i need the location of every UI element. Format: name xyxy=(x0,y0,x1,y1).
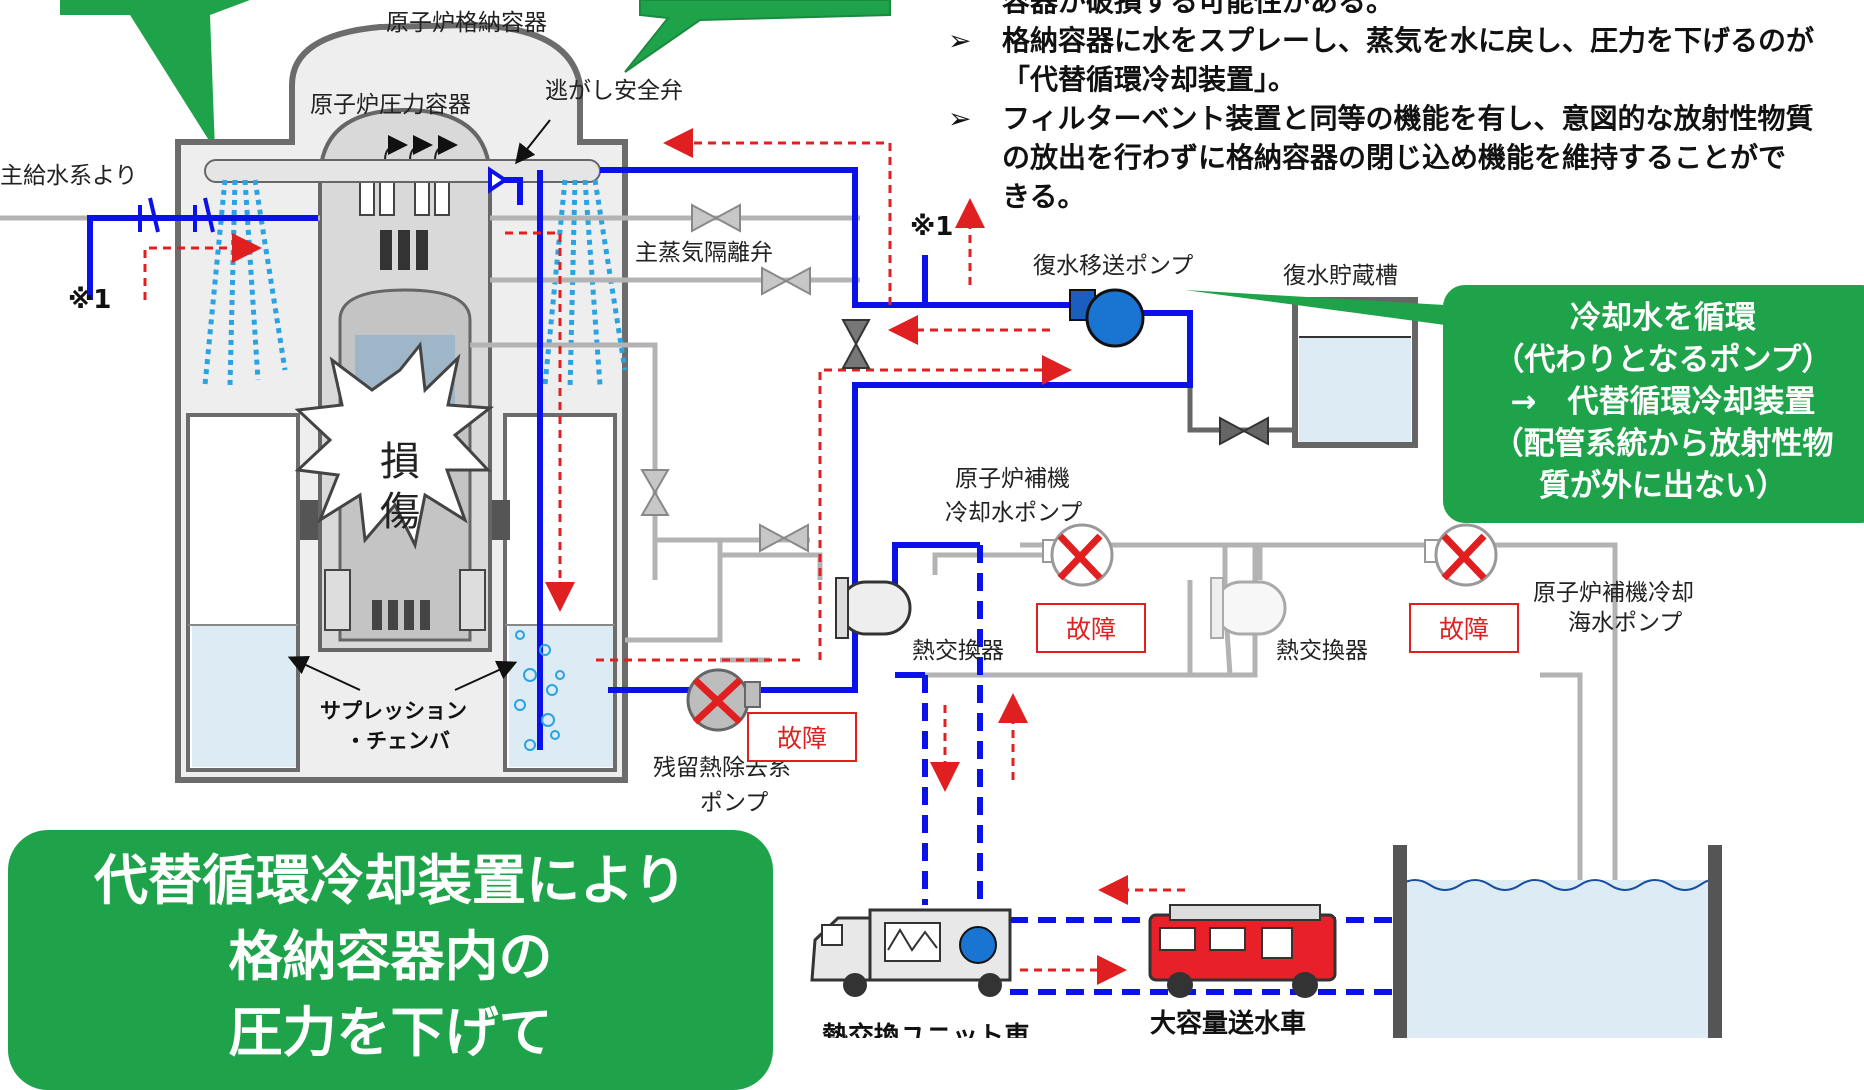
label-seawater-pump-1: 原子炉補機冷却 xyxy=(1533,580,1694,606)
callout-line: 冷却水を循環 xyxy=(1570,300,1756,336)
alternative-circulation-cooling-diagram: 原子炉格納容器 原子炉圧力容器 逃がし安全弁 主給水系より ※1 ※1 主蒸気隔… xyxy=(0,0,1722,1038)
callout-line: 格納容器内の xyxy=(228,925,553,988)
bullet-text: の放出を行わずに格納容器の閉じ込め機能を維持することがで xyxy=(1002,141,1787,174)
flow-arrows xyxy=(143,128,1185,985)
explanation-bullets: 容器が破損する可能性がある。 ➢ 格納容器に水をスプレーし、蒸気を水に戻し、圧力を… xyxy=(940,0,1860,216)
bullet-line: の放出を行わずに格納容器の閉じ込め機能を維持することがで xyxy=(940,138,1860,177)
heat-exchanger-2 xyxy=(1210,577,1287,639)
bullet-line: 容器が破損する可能性がある。 xyxy=(940,0,1860,21)
bullet-line: ➢ 格納容器に水をスプレーし、蒸気を水に戻し、圧力を下げるのが xyxy=(940,21,1860,60)
label-note-mark-left: ※1 xyxy=(68,285,111,315)
label-heat-exchanger-1: 熱交換器 xyxy=(912,638,1004,664)
callout-reduce-pressure: 代替循環冷却装置により 格納容器内の 圧力を下げて xyxy=(8,830,773,1090)
callout-circulate-cooling-water: 冷却水を循環 （代わりとなるポンプ） → 代替循環冷却装置 （配管系統から放射性… xyxy=(1443,285,1864,523)
spray-valve xyxy=(841,319,871,369)
label-seawater-pump-2: 海水ポンプ xyxy=(1568,610,1682,636)
callout-pointer-right xyxy=(1185,290,1445,325)
bullet-text: 「代替循環冷却装置」。 xyxy=(1002,63,1297,96)
relief-valve-pointer xyxy=(515,119,551,165)
suppression-pointer-left xyxy=(287,655,361,691)
feedwater-check-valves xyxy=(138,197,215,233)
damage-burst xyxy=(294,341,495,550)
label-msiv: 主蒸気隔離弁 xyxy=(635,240,773,266)
callout-line: （代わりとなるポンプ） xyxy=(1493,342,1833,378)
water-supply-truck xyxy=(1148,904,1337,998)
bubbles xyxy=(514,630,565,751)
callout-line: 圧力を下げて xyxy=(228,1001,553,1064)
bullet-marker: ➢ xyxy=(948,102,972,135)
label-rhr-pump-2: ポンプ xyxy=(700,790,768,816)
callout-top-left xyxy=(60,0,250,150)
label-hx-unit-truck: 熱交換ユニット車 xyxy=(822,1021,1030,1038)
bullet-text: フィルターベント装置と同等の機能を有し、意図的な放射性物質 xyxy=(1002,102,1814,135)
label-containment-vessel: 原子炉格納容器 xyxy=(386,10,547,36)
label-rccw-pump-1: 原子炉補機 xyxy=(955,466,1070,492)
bullet-text: 容器が破損する可能性がある。 xyxy=(1002,0,1395,18)
bullet-text: 格納容器に水をスプレーし、蒸気を水に戻し、圧力を下げるのが xyxy=(1002,24,1815,57)
seawater-pump xyxy=(1424,523,1498,587)
condensate-transfer-pump xyxy=(1069,288,1145,348)
bullet-line: ➢ フィルターベント装置と同等の機能を有し、意図的な放射性物質 xyxy=(940,99,1860,138)
tank-valve xyxy=(1219,416,1269,446)
condensate-storage-tank xyxy=(1292,297,1418,448)
callout-line: 質が外に出ない） xyxy=(1539,468,1787,504)
callout-line: 代替循環冷却装置により xyxy=(94,849,687,912)
label-pressure-vessel: 原子炉圧力容器 xyxy=(310,92,471,118)
label-damage-1: 損 xyxy=(380,439,420,485)
label-feedwater: 主給水系より xyxy=(0,163,138,189)
fault-badge-seawater: 故障 xyxy=(1409,603,1519,653)
callout-line: → 代替循環冷却装置 xyxy=(1510,384,1816,420)
label-relief-valve: 逃がし安全弁 xyxy=(545,78,683,104)
heat-exchanger-1 xyxy=(835,577,912,639)
label-suppression-1: サプレッション xyxy=(320,699,467,723)
label-condensate-tank: 復水貯蔵槽 xyxy=(1283,263,1398,289)
suppression-pointer-right xyxy=(454,660,518,691)
callout-top-mid xyxy=(624,0,891,73)
bullet-line: きる。 xyxy=(940,177,1860,216)
fault-badge-rhr: 故障 xyxy=(747,712,857,762)
rhr-pump xyxy=(686,668,761,732)
rccw-pump xyxy=(1042,523,1114,587)
heat-exchanger-unit-truck xyxy=(810,908,1012,997)
bullet-line: 「代替循環冷却装置」。 xyxy=(940,60,1860,99)
sea-water-basin xyxy=(1393,845,1722,1038)
msiv-valves xyxy=(640,203,811,553)
bullet-text: きる。 xyxy=(1002,180,1086,213)
callout-line: （配管系統から放射性物 xyxy=(1492,426,1834,462)
label-heat-exchanger-2: 熱交換器 xyxy=(1276,638,1368,664)
label-suppression-2: ・チェンバ xyxy=(345,729,450,753)
rccw-loop xyxy=(892,542,980,585)
condensate-tank-outlet xyxy=(1187,385,1295,433)
label-damage-2: 傷 xyxy=(380,489,420,535)
active-piping xyxy=(87,167,1193,750)
fault-badge-rccw: 故障 xyxy=(1036,603,1146,653)
label-note-mark-right: ※1 xyxy=(910,212,953,242)
label-condensate-pump: 復水移送ポンプ xyxy=(1033,253,1193,279)
label-rccw-pump-2: 冷却水ポンプ xyxy=(945,500,1082,526)
label-water-truck: 大容量送水車 xyxy=(1150,1008,1306,1038)
bullet-marker: ➢ xyxy=(948,24,972,57)
safety-relief-valve xyxy=(488,166,509,194)
